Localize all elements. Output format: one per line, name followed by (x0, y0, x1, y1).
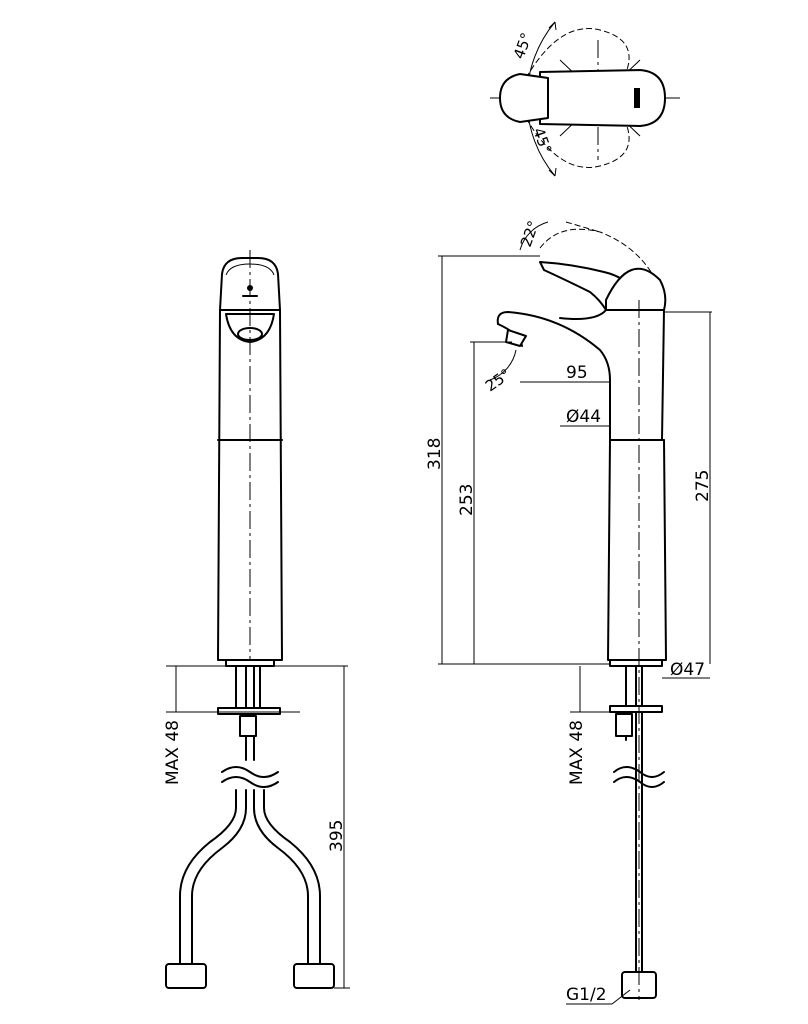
thread-label: G1/2 (566, 985, 607, 1005)
front-mount-plate (217, 707, 281, 715)
side-break-top (613, 766, 665, 778)
front-break-bottom (221, 776, 279, 788)
front-hose-left-outer (179, 789, 237, 965)
top-view: 45° 45° (490, 21, 680, 177)
body-height-label: 275 (693, 470, 713, 502)
body-diameter-label: Ø44 (566, 407, 601, 427)
thread-leader-arrow (611, 989, 631, 1005)
side-cartridge-cap (605, 267, 667, 311)
lever-angle-label: 22° (517, 218, 543, 249)
front-hose-right-outer (263, 789, 321, 965)
base-diameter-label: Ø47 (670, 660, 705, 680)
front-break-top (221, 766, 279, 778)
side-mount-plate (609, 705, 663, 713)
outlet-height-label: 253 (457, 484, 477, 516)
ghost-handle-top (525, 28, 630, 79)
arc-arrow-top (548, 21, 557, 31)
side-spout-arm (496, 309, 665, 441)
top-handle-outline (499, 73, 549, 123)
side-body (607, 439, 667, 661)
lever-angle-arc (519, 221, 549, 251)
front-hose-right-inner (253, 789, 309, 965)
side-aerator (505, 329, 527, 347)
arc-arrow-bottom (548, 167, 557, 177)
side-ghost-lever-tip (565, 221, 601, 233)
front-max-thickness-label: MAX 48 (163, 720, 183, 785)
front-hose-nut-right (293, 963, 335, 989)
front-hose-nut-left (165, 963, 207, 989)
side-mount-nut (615, 713, 633, 737)
front-view: MAX 48 395 (163, 250, 350, 989)
side-ghost-lever (539, 228, 663, 295)
side-view: 318 253 275 95 Ø44 Ø47 MAX 48 25° 22° G1… (425, 218, 713, 1005)
top-indicator-mark (634, 88, 640, 108)
front-hose-length-label: 395 (327, 820, 347, 852)
side-break-bottom (613, 776, 665, 788)
total-height-label: 318 (425, 438, 445, 470)
front-mount-nut (239, 715, 257, 737)
top-body-outline (539, 69, 666, 127)
angle-label-top: 45° (510, 30, 536, 61)
ghost-handle-bottom (525, 117, 630, 168)
front-base-ring (225, 659, 275, 667)
outlet-angle-arc (489, 349, 517, 381)
angle-label-bottom: 45° (529, 125, 555, 156)
side-max-thickness-label: MAX 48 (567, 720, 587, 785)
outlet-angle-label: 25° (482, 365, 514, 395)
front-hose-left-inner (191, 789, 247, 965)
spout-reach-label: 95 (566, 363, 588, 383)
